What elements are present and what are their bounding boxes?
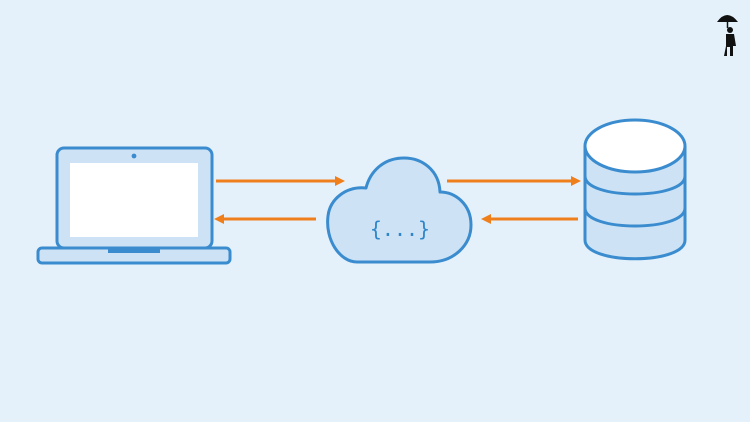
database-icon [583, 118, 687, 261]
umbrella-figure-logo [717, 15, 738, 56]
cloud-label: {...} [370, 217, 430, 241]
cloud-icon: {...} [326, 156, 473, 264]
laptop-icon [36, 146, 232, 265]
